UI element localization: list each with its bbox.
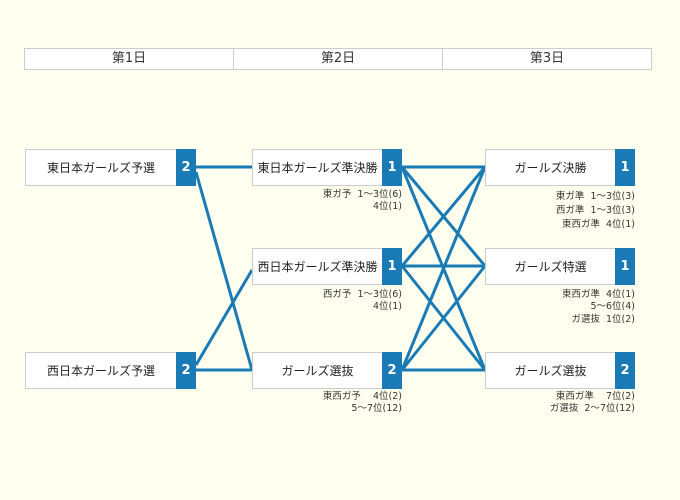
race-label: 東日本ガールズ準決勝 [257,161,378,175]
note-line: 4位(1) [372,301,402,312]
race-girls-final[interactable]: ガールズ決勝 1 [485,148,635,186]
note-line: 西ガ予 1～3位(6) [322,289,402,300]
connector [194,171,254,371]
race-west-semifinal[interactable]: 西日本ガールズ準決勝 1 [252,247,402,285]
note-line: 5～6位(4) [590,301,635,312]
race-girls-special[interactable]: ガールズ特選 1 [485,247,635,285]
race-west-prelim[interactable]: 西日本ガールズ予選 2 [25,351,196,389]
race-girls-selection-day3[interactable]: ガールズ選抜 2 [485,351,635,389]
rank-badge: 1 [615,247,635,285]
race-label: 西日本ガールズ予選 [46,364,155,378]
rank-badge: 1 [382,148,402,186]
race-girls-selection-day2[interactable]: ガールズ選抜 2 [252,351,402,389]
connector [400,166,487,267]
race-label: ガールズ選抜 [281,364,354,378]
note-line: 4位(1) [372,201,402,212]
race-label: 西日本ガールズ準決勝 [257,260,378,274]
note-line: ガ選抜 1位(2) [571,314,635,325]
note-line: 東西ガ予 4位(2) [322,391,402,402]
connector [194,269,254,366]
race-east-prelim[interactable]: 東日本ガールズ予選 2 [25,148,196,186]
note-line: 東西ガ準 4位(1) [561,289,635,300]
qualify-notes: 東西ガ予 4位(2)5～7位(12) [323,391,402,415]
connector [400,265,487,371]
day-header: 第1日 第2日 第3日 [24,48,652,70]
note-line: 5～7位(12) [351,403,402,414]
qualify-notes: 東ガ準 1～3位(3) 西ガ準 1～3位(3) 東西ガ準 4位(1) [556,190,635,232]
note-line: 東ガ予 1～3位(6) [322,189,402,200]
qualify-notes: 東西ガ準 7位(2)ガ選抜 2～7位(12) [550,391,635,415]
qualify-notes: 東ガ予 1～3位(6)4位(1) [323,189,402,213]
rank-badge: 2 [176,351,196,389]
header-day2: 第2日 [234,49,443,69]
rank-badge: 1 [382,247,402,285]
rank-badge: 2 [382,351,402,389]
qualify-notes: 西ガ予 1～3位(6)4位(1) [323,289,402,313]
connector [400,166,487,371]
rank-badge: 2 [615,351,635,389]
note-line: 西ガ準 1～3位(3) [555,205,635,216]
race-east-semifinal[interactable]: 東日本ガールズ準決勝 1 [252,148,402,186]
qualify-notes: 東西ガ準 4位(1)5～6位(4) ガ選抜 1位(2) [562,289,635,326]
header-day3: 第3日 [529,51,565,66]
note-line: 東ガ準 1～3位(3) [555,191,635,202]
race-label: ガールズ特選 [514,260,587,274]
rank-badge: 2 [176,148,196,186]
race-label: ガールズ決勝 [514,161,587,175]
note-line: 東西ガ準 4位(1) [561,219,635,230]
header-day1: 第1日 [25,49,234,69]
race-label: ガールズ選抜 [514,364,587,378]
rank-badge: 1 [615,148,635,186]
race-label: 東日本ガールズ予選 [46,161,155,175]
note-line: ガ選抜 2～7位(12) [549,403,635,414]
note-line: 東西ガ準 7位(2) [555,391,635,402]
